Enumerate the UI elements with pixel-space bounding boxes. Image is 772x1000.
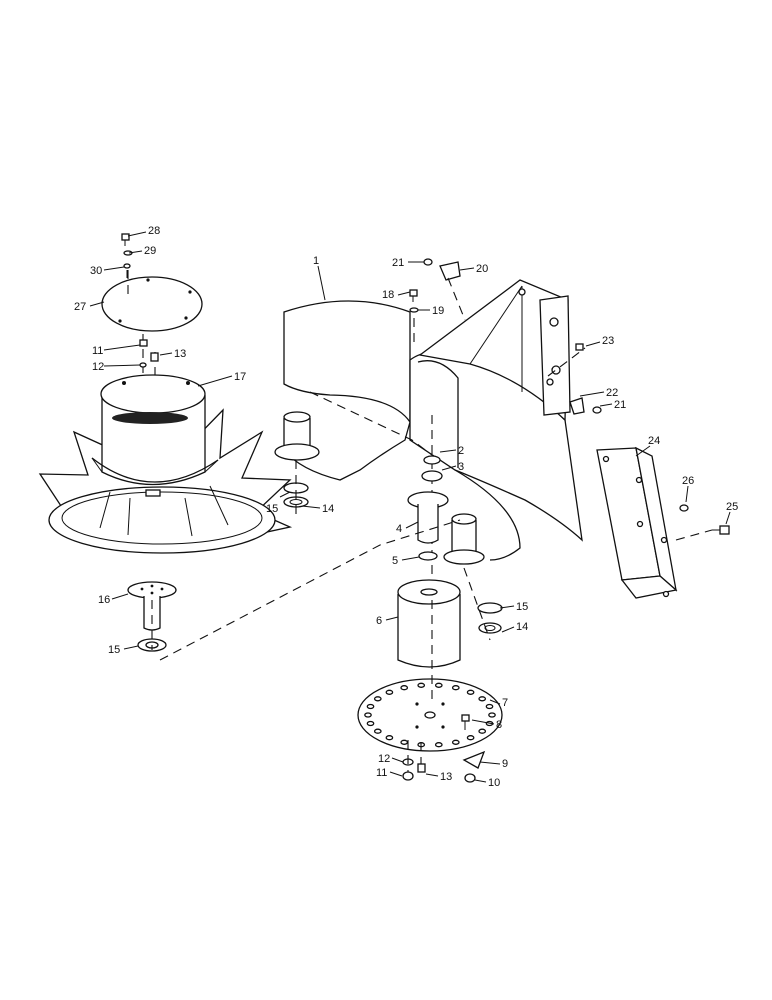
callout-7: 7 (502, 697, 508, 709)
callout-28: 28 (148, 225, 160, 237)
callout-22: 22 (606, 387, 618, 399)
callout-1: 1 (313, 255, 319, 267)
callout-25: 25 (726, 501, 738, 513)
disc-hole (373, 728, 382, 734)
callout-5: 5 (392, 555, 398, 567)
disc-hole (478, 728, 487, 734)
disc-hole (417, 682, 426, 688)
disc-hole (385, 735, 394, 741)
callout-13b: 13 (174, 348, 186, 360)
bearing-tube-left (274, 411, 320, 461)
disc-hole (366, 720, 375, 727)
callout-20: 20 (476, 263, 488, 275)
fastener-set-right (547, 343, 602, 415)
disc-hole (434, 682, 443, 688)
callout-12: 12 (378, 753, 390, 765)
callout-13: 13 (440, 771, 452, 783)
callout-4: 4 (396, 523, 402, 535)
callout-10: 10 (488, 777, 500, 789)
callout-29: 29 (144, 245, 156, 257)
mounting-bracket (596, 446, 678, 599)
spinner-disc (357, 678, 503, 752)
disc-hole (451, 739, 460, 745)
callout-2: 2 (458, 445, 464, 457)
hopper-drum (38, 374, 293, 554)
cover-bolt (121, 233, 133, 278)
disc-hole (478, 696, 487, 702)
cover-plate (101, 276, 203, 332)
callout-9: 9 (502, 758, 508, 770)
callout-19: 19 (432, 305, 444, 317)
callout-16: 16 (98, 594, 110, 606)
callout-14b: 14 (516, 621, 528, 633)
callout-21b: 21 (614, 399, 626, 411)
disc-hole (485, 703, 494, 710)
fastener-set-top (409, 258, 466, 321)
callout-8: 8 (496, 719, 502, 731)
callout-11b: 11 (92, 345, 103, 357)
callout-21: 21 (392, 257, 404, 269)
callout-15c: 15 (108, 644, 120, 656)
callout-18: 18 (382, 289, 394, 301)
hub-flange (127, 581, 177, 631)
disc-hole (466, 735, 475, 741)
callout-11: 11 (376, 767, 387, 779)
callout-17: 17 (234, 371, 246, 383)
callout-15: 15 (266, 503, 278, 515)
fastener-set-upper (139, 334, 159, 386)
callout-23: 23 (602, 335, 614, 347)
assembly-lines (127, 270, 491, 700)
bracket-bolt (675, 504, 730, 541)
disc-hole (364, 712, 372, 718)
disc-hole (400, 739, 409, 745)
callout-12b: 12 (92, 361, 104, 373)
disc-hole (400, 685, 409, 691)
disc-hole (373, 696, 382, 702)
bearing-tube-right (443, 513, 485, 565)
callout-14: 14 (322, 503, 334, 515)
callout-24: 24 (648, 435, 660, 447)
callouts: 1 2 3 4 5 6 7 8 9 10 11 12 13 14 14 15 1… (74, 225, 738, 789)
callout-26: 26 (682, 475, 694, 487)
disc-hole (434, 742, 443, 748)
disc-hole (451, 685, 460, 691)
disc-hole (385, 689, 394, 695)
fastener-set-lower (402, 714, 486, 783)
disc-hole (488, 712, 496, 718)
disc-hole (366, 703, 375, 710)
spreader-housing (283, 279, 583, 561)
central-shaft-stack (407, 415, 449, 600)
callout-3: 3 (458, 461, 464, 473)
callout-30: 30 (90, 265, 102, 277)
callout-27: 27 (74, 301, 86, 313)
spinner-drum (397, 579, 461, 668)
callout-15b: 15 (516, 601, 528, 613)
disc-hole (466, 689, 475, 695)
callout-6: 6 (376, 615, 382, 627)
